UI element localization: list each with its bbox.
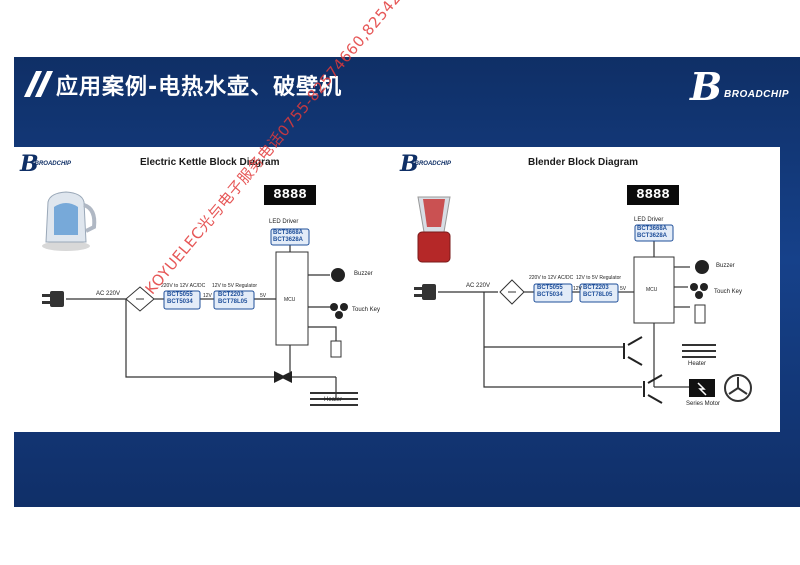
- kettle-ntc-icon: [330, 340, 342, 358]
- kettle-diagram-title: Electric Kettle Block Diagram: [140, 157, 280, 168]
- blender-igbt-icon-1: [623, 336, 643, 366]
- kettle-rectifier-icon: [125, 286, 155, 312]
- blender-logo-letter: B: [400, 151, 419, 177]
- kettle-mcu-box: [275, 251, 309, 346]
- kettle-touch-key-label: Touch Key: [352, 307, 381, 313]
- blender-display: [627, 185, 679, 205]
- blender-led-driver-part-1: BCT3668A: [637, 226, 668, 232]
- blender-motor-label: Series Motor: [686, 401, 721, 407]
- slide-title: 应用案例-电热水壶、破壁机: [56, 75, 343, 100]
- blender-ac-label: AC 220V: [466, 283, 491, 289]
- blender-reg-part-2: BCT78L05: [583, 292, 613, 298]
- blender-heater-label: Heater: [688, 361, 707, 367]
- kettle-reg-parts: BCT2203 BCT78L05: [218, 292, 247, 306]
- blender-motor-icon: [724, 374, 752, 402]
- kettle-12v-label: 12V: [203, 293, 212, 299]
- blender-heater-icon: [682, 344, 716, 358]
- block-diagrams: [42, 185, 752, 406]
- blender-acdc-label: 220V to 12V AC/DC: [529, 275, 574, 281]
- kettle-heater-icon: [310, 392, 358, 406]
- blender-image: [417, 196, 451, 263]
- blender-acdc-part-2: BCT5034: [537, 292, 563, 298]
- blender-mcu-box: [633, 256, 675, 324]
- blender-led-driver-part-2: BCT3628A: [637, 233, 668, 239]
- kettle-logo-letter: B: [20, 151, 39, 177]
- blender-plug-icon: [414, 284, 436, 300]
- kettle-image: [42, 191, 97, 251]
- broadchip-logo: B BROADCHIP: [690, 67, 795, 109]
- blender-reg-label: 12V to 5V Regulator: [576, 275, 622, 281]
- logo-text: BROADCHIP: [724, 89, 790, 100]
- blender-rectifier-icon: [499, 279, 525, 305]
- blender-5v-label: 5V: [620, 286, 627, 292]
- kettle-display-digits: 8888: [273, 187, 307, 203]
- kettle-buzzer-label: Buzzer: [354, 271, 373, 277]
- diagram-panel: BBROADCHIP Electric Kettle Block Diagram…: [14, 147, 780, 432]
- kettle-logo: BBROADCHIP: [20, 151, 75, 177]
- kettle-plug-icon: [42, 291, 64, 307]
- kettle-ac-label: AC 220V: [96, 291, 121, 297]
- blender-display-digits: 8888: [636, 187, 670, 203]
- kettle-reg-part-2: BCT78L05: [218, 299, 248, 305]
- blender-acdc-part-1: BCT5055: [537, 285, 563, 291]
- kettle-logo-text: BROADCHIP: [34, 161, 71, 167]
- blender-touch-key-label: Touch Key: [714, 289, 743, 295]
- kettle-5v-label: 5V: [260, 293, 267, 299]
- kettle-led-driver-part-1: BCT3668A: [273, 230, 304, 236]
- kettle-led-driver-part-2: BCT3628A: [273, 237, 304, 243]
- blender-igbt-icon-2: [643, 374, 663, 404]
- blender-logo: BBROADCHIP: [400, 151, 455, 177]
- blender-led-driver-box: [634, 224, 674, 242]
- logo-letter: B: [690, 64, 723, 109]
- blender-reg-parts: BCT2203 BCT78L05: [583, 285, 612, 299]
- blender-buzzer-icon: [695, 260, 709, 274]
- kettle-triac-icon: [274, 371, 292, 383]
- kettle-acdc-box: [163, 290, 201, 310]
- kettle-acdc-part-1: BCT5055: [167, 292, 193, 298]
- blender-led-driver-parts: BCT3668A BCT3628A: [637, 226, 667, 240]
- blender-acdc-box: [533, 283, 573, 303]
- blender-reg-box: [579, 283, 619, 303]
- blender-ntc-icon: [694, 304, 706, 324]
- kettle-led-driver-box: [270, 228, 310, 246]
- blender-motor-driver-icon: [689, 379, 715, 397]
- blender-reg-part-1: BCT2203: [583, 285, 609, 291]
- kettle-reg-label: 12V to 5V Regulator: [212, 283, 258, 289]
- kettle-display: [264, 185, 316, 205]
- kettle-acdc-label: 220V to 12V AC/DC: [161, 283, 206, 289]
- kettle-acdc-parts: BCT5055 BCT5034: [167, 292, 193, 306]
- kettle-reg-part-1: BCT2203: [218, 292, 244, 298]
- kettle-led-driver-label: LED Driver: [269, 219, 299, 225]
- kettle-reg-box: [213, 290, 255, 310]
- kettle-buzzer-icon: [331, 268, 345, 282]
- blender-logo-text: BROADCHIP: [414, 161, 451, 167]
- blender-mcu-label: MCU: [646, 287, 658, 293]
- blender-buzzer-label: Buzzer: [716, 263, 735, 269]
- blender-12v-label: 12V: [573, 286, 582, 292]
- blender-led-driver-label: LED Driver: [634, 217, 664, 223]
- kettle-touch-key-icon: [330, 303, 348, 319]
- kettle-mcu-label: MCU: [284, 297, 296, 303]
- kettle-acdc-part-2: BCT5034: [167, 299, 193, 305]
- blender-touch-key-icon: [690, 283, 708, 299]
- kettle-led-driver-parts: BCT3668A BCT3628A: [273, 230, 303, 244]
- blender-diagram-title: Blender Block Diagram: [528, 157, 639, 168]
- kettle-heater-label: Heater: [324, 397, 343, 403]
- blender-acdc-parts: BCT5055 BCT5034: [537, 285, 563, 299]
